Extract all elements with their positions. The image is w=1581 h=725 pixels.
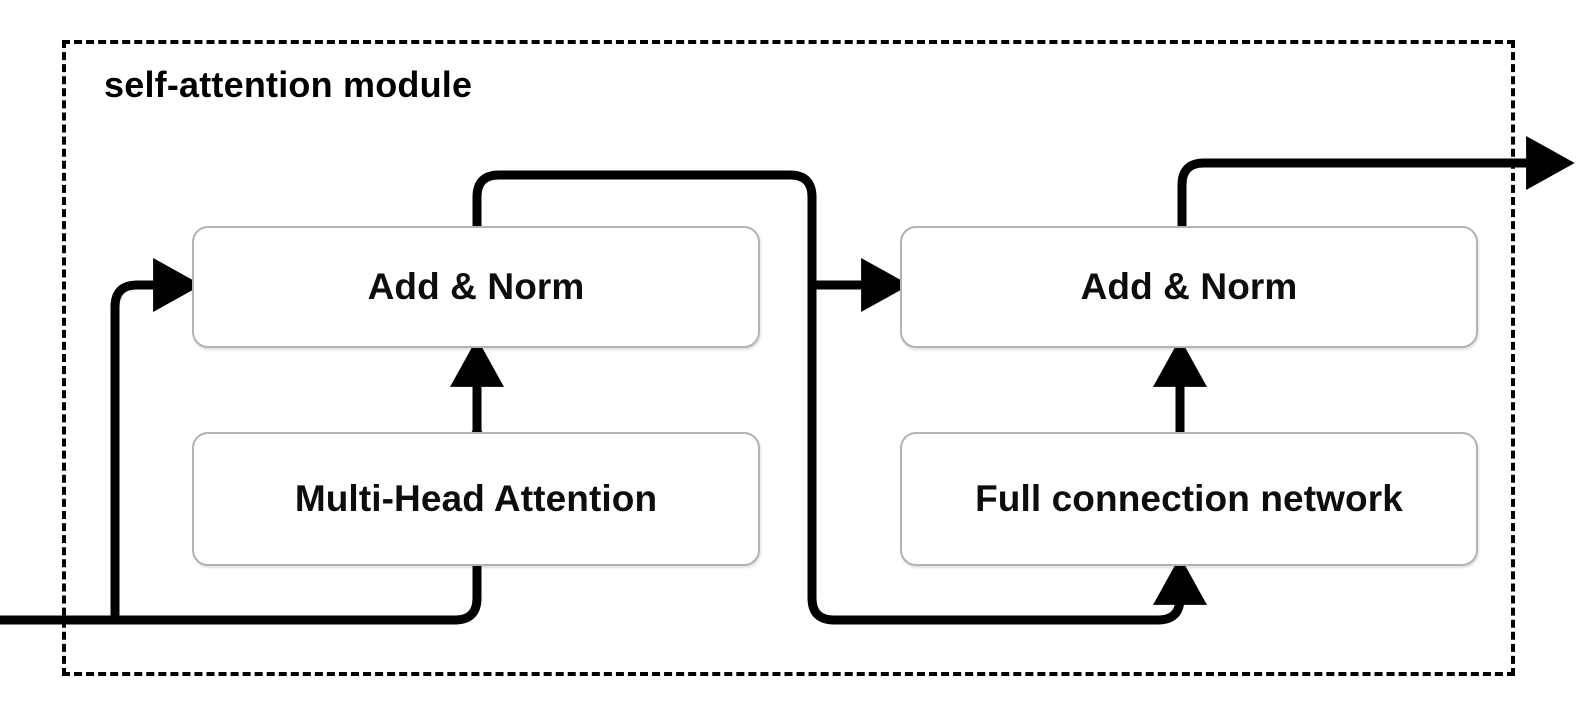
node-add-and-norm-left[interactable]: Add & Norm [192, 226, 760, 348]
edge-input-skip-to-addnorm-left [110, 258, 202, 620]
edge-addnorm-left-trunk [472, 170, 1158, 625]
node-add-and-norm-right[interactable]: Add & Norm [900, 226, 1478, 348]
node-label: Add & Norm [367, 266, 585, 307]
edge-addnorm-right-to-output [1177, 136, 1575, 226]
module-title: self-attention module [104, 64, 473, 105]
edge-input-to-mha [0, 422, 504, 625]
edge-trunk-to-ffn [1153, 556, 1207, 625]
node-label: Add & Norm [1080, 266, 1298, 307]
node-label: Full connection network [975, 478, 1403, 519]
node-multi-head-attention[interactable]: Multi-Head Attention [192, 432, 760, 566]
self-attention-module-frame [62, 40, 1515, 676]
node-label: Multi-Head Attention [294, 478, 658, 519]
node-full-connection-network[interactable]: Full connection network [900, 432, 1478, 566]
